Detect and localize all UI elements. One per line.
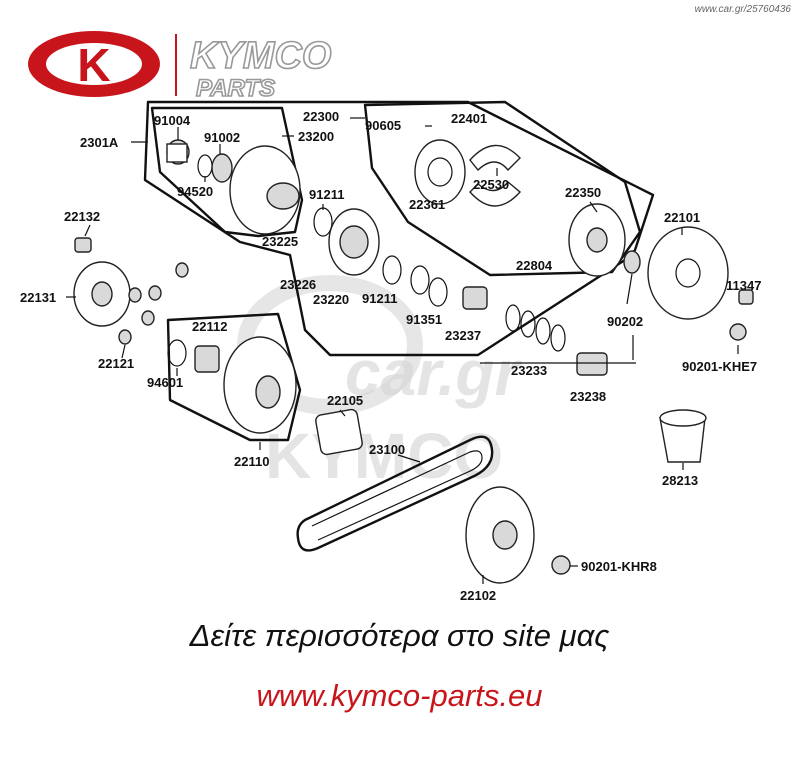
- label-22105: 22105: [327, 393, 363, 408]
- label-91351: 91351: [406, 312, 442, 327]
- label-2301A: 2301A: [80, 135, 119, 150]
- label-23226: 23226: [280, 277, 316, 292]
- label-22102: 22102: [460, 588, 496, 603]
- logo-letter: K: [77, 39, 110, 91]
- label-23100: 23100: [369, 442, 405, 457]
- label-22361: 22361: [409, 197, 445, 212]
- label-23220: 23220: [313, 292, 349, 307]
- label-90201-KHR8: 90201-KHR8: [581, 559, 657, 574]
- assembly-outline-23200: [150, 106, 304, 238]
- label-22350: 22350: [565, 185, 601, 200]
- assembly-outline-22300: [363, 100, 642, 277]
- label-91211-bottom: 91211: [362, 291, 397, 306]
- footer-website-link[interactable]: www.kymco-parts.eu: [256, 678, 543, 713]
- label-28213: 28213: [662, 473, 698, 488]
- label-23200: 23200: [298, 129, 334, 144]
- label-23237: 23237: [445, 328, 481, 343]
- label-22110: 22110: [234, 454, 269, 469]
- label-23238: 23238: [570, 389, 606, 404]
- label-22530: 22530: [473, 177, 509, 192]
- watermark-url: www.car.gr/25760436: [694, 4, 791, 15]
- label-90201-KHE7: 90201-KHE7: [682, 359, 757, 374]
- kymco-logo: K KYMCO PARTS: [28, 31, 332, 103]
- label-22101: 22101: [664, 210, 700, 225]
- label-22112: 22112: [192, 319, 227, 334]
- part-labels: 2301A 22300 90605 22401 91004 91002 2320…: [20, 109, 761, 603]
- label-23233: 23233: [511, 363, 547, 378]
- leader-lines: [66, 117, 739, 584]
- label-90202: 90202: [607, 314, 643, 329]
- label-91002: 91002: [204, 130, 240, 145]
- label-90605: 90605: [365, 118, 401, 133]
- label-23225: 23225: [262, 234, 298, 249]
- label-22804: 22804: [516, 258, 553, 273]
- parts: [73, 139, 754, 584]
- footer-caption: Δείτε περισσότερα στο site μας: [189, 618, 610, 653]
- label-22131: 22131: [20, 290, 56, 305]
- label-94520: 94520: [177, 184, 213, 199]
- label-94601: 94601: [147, 375, 183, 390]
- label-22132: 22132: [64, 209, 100, 224]
- brand-sub: PARTS: [196, 75, 275, 102]
- label-91004: 91004: [154, 113, 191, 128]
- assembly-outline-22110: [166, 312, 302, 442]
- label-22300: 22300: [303, 109, 339, 124]
- label-22401: 22401: [451, 111, 487, 126]
- label-11347: 11347: [726, 278, 761, 293]
- label-91211-top: 91211: [309, 187, 344, 202]
- brand-name: KYMCO: [190, 35, 331, 77]
- label-22121: 22121: [98, 356, 134, 371]
